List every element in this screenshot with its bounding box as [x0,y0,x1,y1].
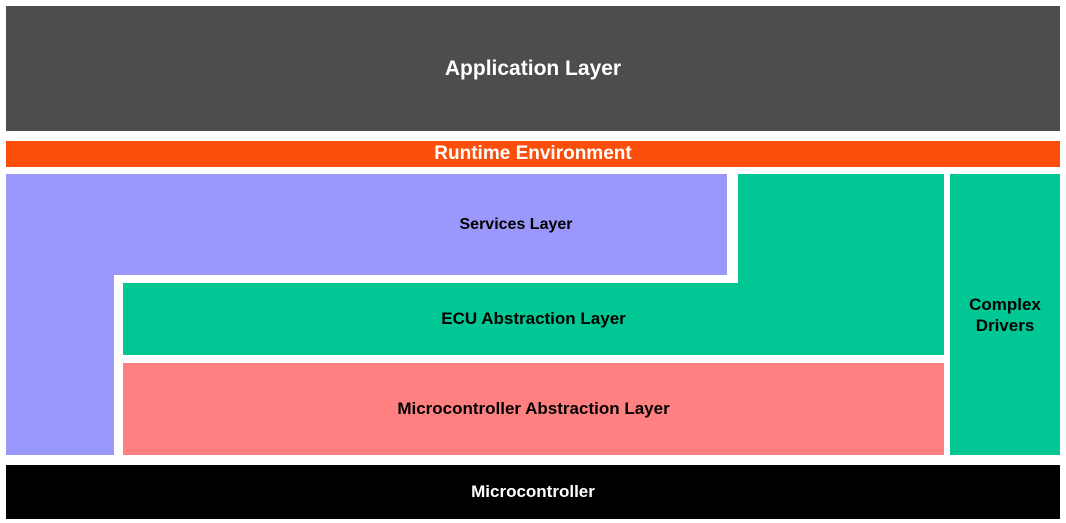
ecu-abstraction-layer-box: ECU Abstraction Layer [123,283,944,355]
services-layer-left-column [6,174,114,455]
complex-drivers-label: Complex Drivers [969,294,1041,335]
runtime-environment-box: Runtime Environment [6,141,1060,167]
ecu-abstraction-layer-label: ECU Abstraction Layer [441,309,626,328]
microcontroller-abstraction-layer-label: Microcontroller Abstraction Layer [397,399,670,418]
runtime-environment-label: Runtime Environment [434,143,632,164]
microcontroller-box: Microcontroller [6,465,1060,519]
application-layer-label: Application Layer [444,56,622,80]
ecu-abstraction-layer-upper-block [738,174,944,284]
application-layer-box: Application Layer [6,6,1060,131]
services-layer-label: Services Layer [459,216,573,233]
microcontroller-label: Microcontroller [471,482,595,501]
services-layer-box [6,174,727,275]
complex-drivers-box: Complex Drivers [950,174,1060,455]
microcontroller-abstraction-layer-box: Microcontroller Abstraction Layer [123,363,944,455]
